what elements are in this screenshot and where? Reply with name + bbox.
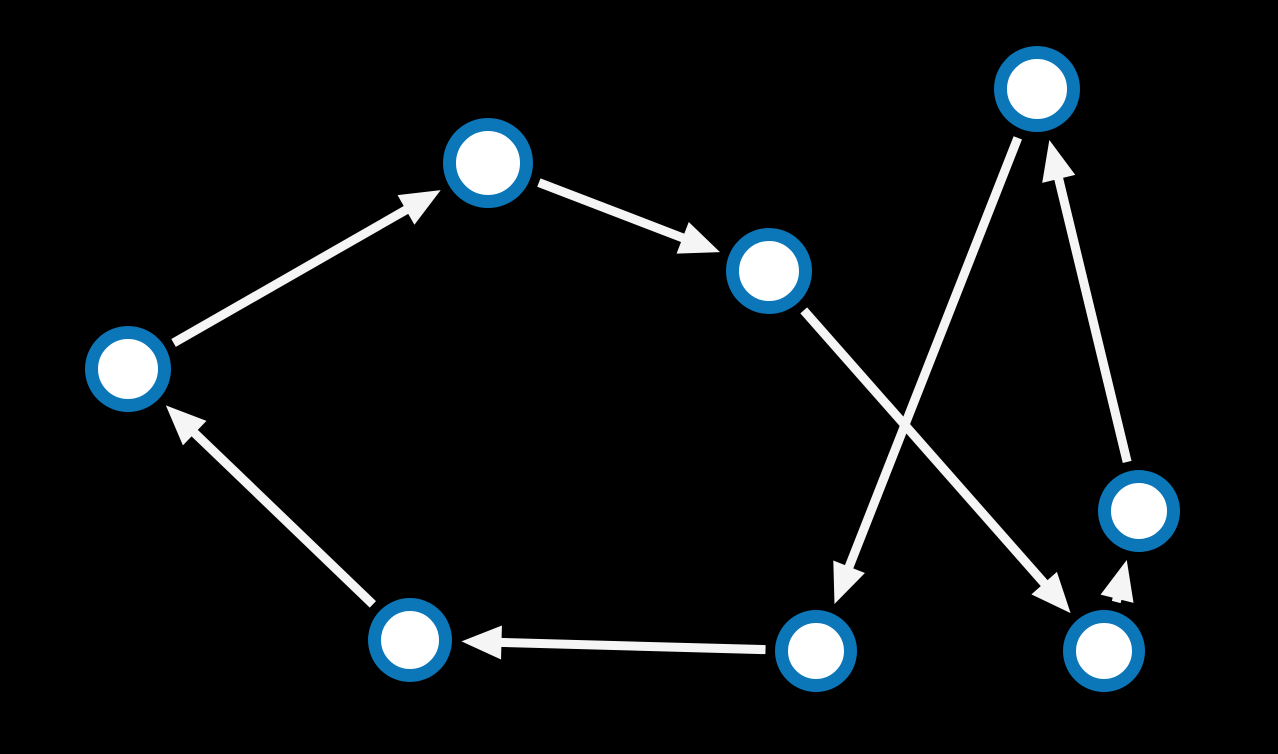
graph-node[interactable] [994, 46, 1080, 132]
graph-node[interactable] [1098, 470, 1180, 552]
node-circle [726, 228, 812, 314]
edge-arrowhead-icon [461, 625, 502, 660]
node-circle [775, 610, 857, 692]
node-circle [994, 46, 1080, 132]
edge-arrowhead-icon [1100, 559, 1134, 603]
graph-edge[interactable] [461, 625, 766, 660]
nodes-layer [85, 46, 1180, 692]
edge-line [171, 205, 410, 347]
edge-line [1053, 175, 1132, 463]
graph-node[interactable] [85, 326, 171, 412]
graph-edge[interactable] [165, 405, 376, 608]
edge-arrowhead-icon [676, 221, 720, 254]
graph-node[interactable] [726, 228, 812, 314]
edge-line [537, 178, 687, 243]
edge-line [190, 428, 376, 608]
edge-line [499, 637, 766, 655]
node-circle [368, 598, 452, 682]
graph-node[interactable] [443, 118, 533, 208]
graph-edge[interactable] [1042, 140, 1132, 463]
edges-layer [165, 136, 1134, 660]
graph-edge[interactable] [800, 307, 1071, 614]
edge-arrowhead-icon [1042, 140, 1076, 183]
node-circle [85, 326, 171, 412]
graph-node[interactable] [775, 610, 857, 692]
graph-edge[interactable] [833, 136, 1022, 604]
node-circle [1063, 610, 1145, 692]
graph-node[interactable] [368, 598, 452, 682]
graph-edge[interactable] [537, 178, 720, 254]
edge-line [800, 307, 1049, 588]
node-circle [443, 118, 533, 208]
edge-arrowhead-icon [833, 560, 865, 604]
graph-node[interactable] [1063, 610, 1145, 692]
graph-edge[interactable] [171, 190, 441, 347]
edge-arrowhead-icon [165, 405, 207, 446]
edge-arrowhead-icon [397, 190, 441, 225]
edge-line [844, 136, 1022, 571]
node-circle [1098, 470, 1180, 552]
edge-arrowhead-icon [1031, 571, 1071, 614]
graph-edge[interactable] [1100, 559, 1134, 604]
